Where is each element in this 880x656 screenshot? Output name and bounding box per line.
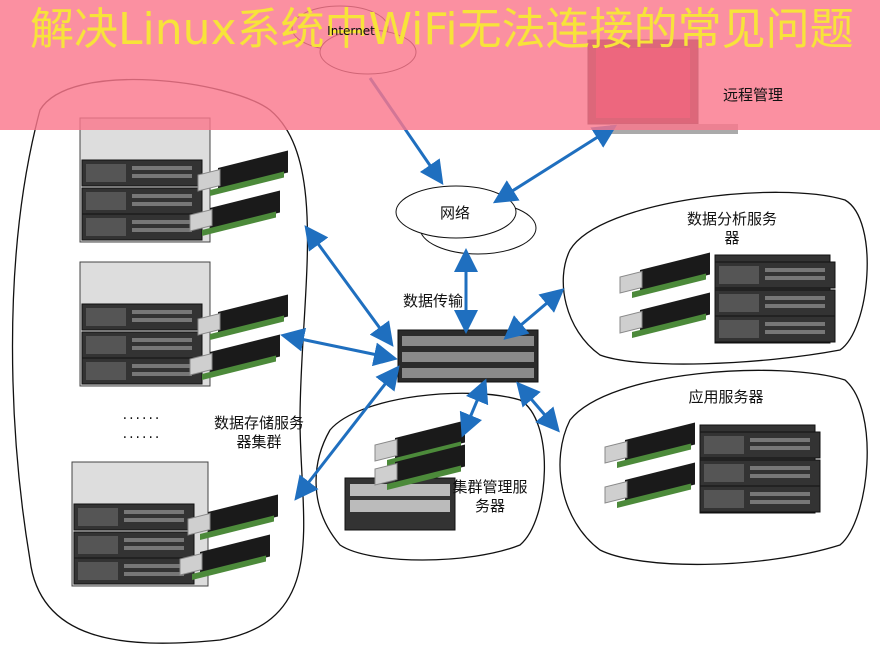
title-banner: 解决Linux系统中WiFi无法连接的常见问题 [0, 0, 880, 130]
server-icon [344, 420, 466, 531]
server-icon [71, 461, 279, 587]
transfer-label: 数据传输 [402, 292, 463, 310]
network-label: 网络 [439, 204, 470, 222]
application-label: 应用服务器 [688, 388, 764, 406]
switch-icon [397, 329, 539, 383]
connection-arrows [280, 77, 618, 501]
cluster-mgmt-outline [315, 392, 546, 561]
analysis-label: 数据分析服务器 [686, 210, 777, 247]
server-icon [604, 422, 821, 514]
network-cloud [395, 185, 537, 255]
page-title: 解决Linux系统中WiFi无法连接的常见问题 [30, 4, 854, 55]
analysis-outline [562, 191, 868, 365]
server-icon [79, 261, 289, 387]
cluster-mgmt-label: 集群管理服务器 [452, 478, 528, 515]
storage-label: 数据存储服务器集群 [214, 414, 305, 451]
server-icon [619, 252, 836, 344]
internet-label: Internet [327, 24, 375, 38]
remote-label: 远程管理 [722, 86, 783, 104]
server-icon [79, 117, 289, 243]
ellipsis-label: ...... ...... [122, 407, 162, 442]
application-outline [559, 369, 868, 566]
